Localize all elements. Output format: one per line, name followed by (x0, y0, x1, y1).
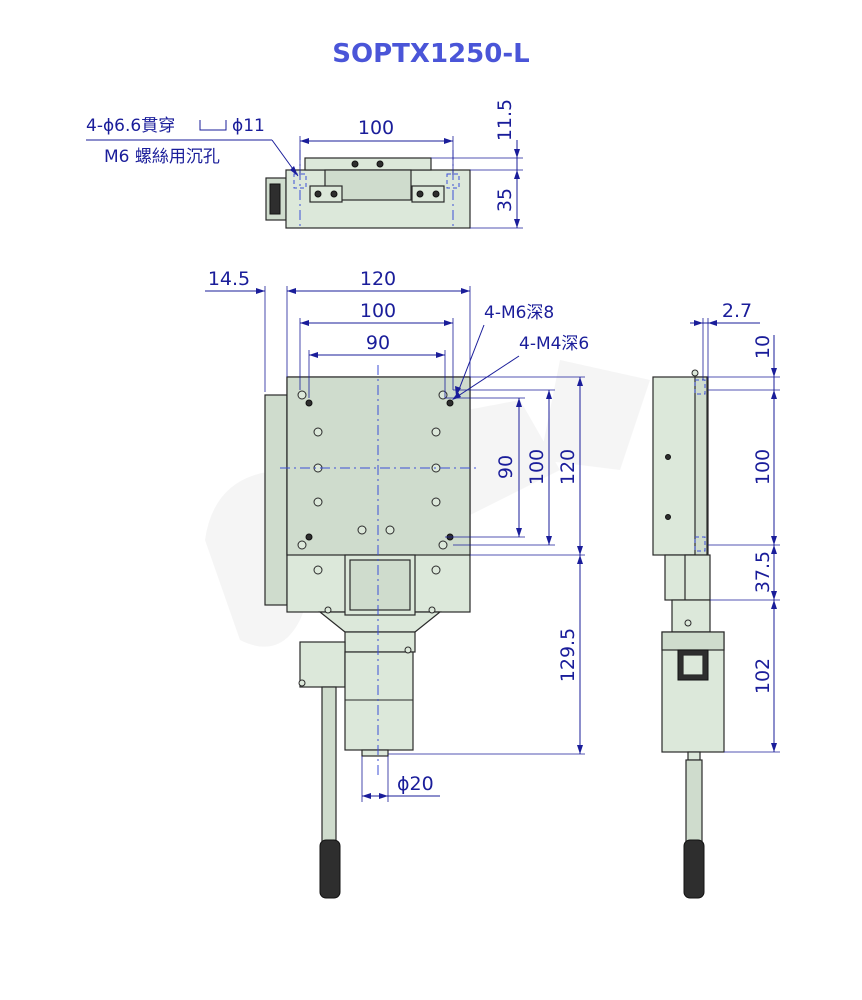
note-through-hole: 4-ϕ6.6貫穿 (86, 116, 175, 136)
note-counterbore-desc: M6 螺絲用沉孔 (104, 147, 220, 167)
dim-top-100: 100 (358, 117, 394, 139)
drawing-title: SOPTX1250-L (332, 39, 529, 69)
dim-front-14-5: 14.5 (208, 268, 250, 290)
dim-front-v120: 120 (557, 449, 579, 485)
dim-top-11-5: 11.5 (494, 99, 516, 141)
front-dimensions: 14.5 120 100 90 4-M6深8 4-M4深6 90 100 (205, 268, 589, 802)
top-view (265, 150, 471, 229)
dim-front-120: 120 (360, 268, 396, 290)
hole-note: 4-ϕ6.6貫穿 ϕ11 M6 螺絲用沉孔 (86, 116, 299, 177)
dim-side-100: 100 (752, 449, 774, 485)
dim-side-102: 102 (752, 658, 774, 694)
side-view (652, 369, 725, 899)
side-dimensions: 2.7 10 100 37.5 102 (690, 300, 780, 753)
note-tap-m6: 4-M6深8 (484, 303, 554, 323)
front-view (264, 365, 480, 899)
dim-top-35: 35 (494, 188, 516, 212)
dim-front-100: 100 (360, 300, 396, 322)
note-counterbore: ϕ11 (232, 116, 265, 136)
note-tap-m4: 4-M4深6 (519, 334, 589, 354)
dim-side-2-7: 2.7 (722, 300, 752, 322)
dim-front-v100: 100 (526, 449, 548, 485)
dim-front-v129-5: 129.5 (557, 628, 579, 682)
top-dimensions: 100 11.5 35 (299, 99, 523, 229)
dim-front-v90: 90 (495, 455, 517, 479)
dim-side-37-5: 37.5 (752, 551, 774, 593)
dim-front-90: 90 (366, 332, 390, 354)
dim-shaft-dia: ϕ20 (397, 773, 434, 795)
dim-side-10: 10 (752, 335, 774, 359)
